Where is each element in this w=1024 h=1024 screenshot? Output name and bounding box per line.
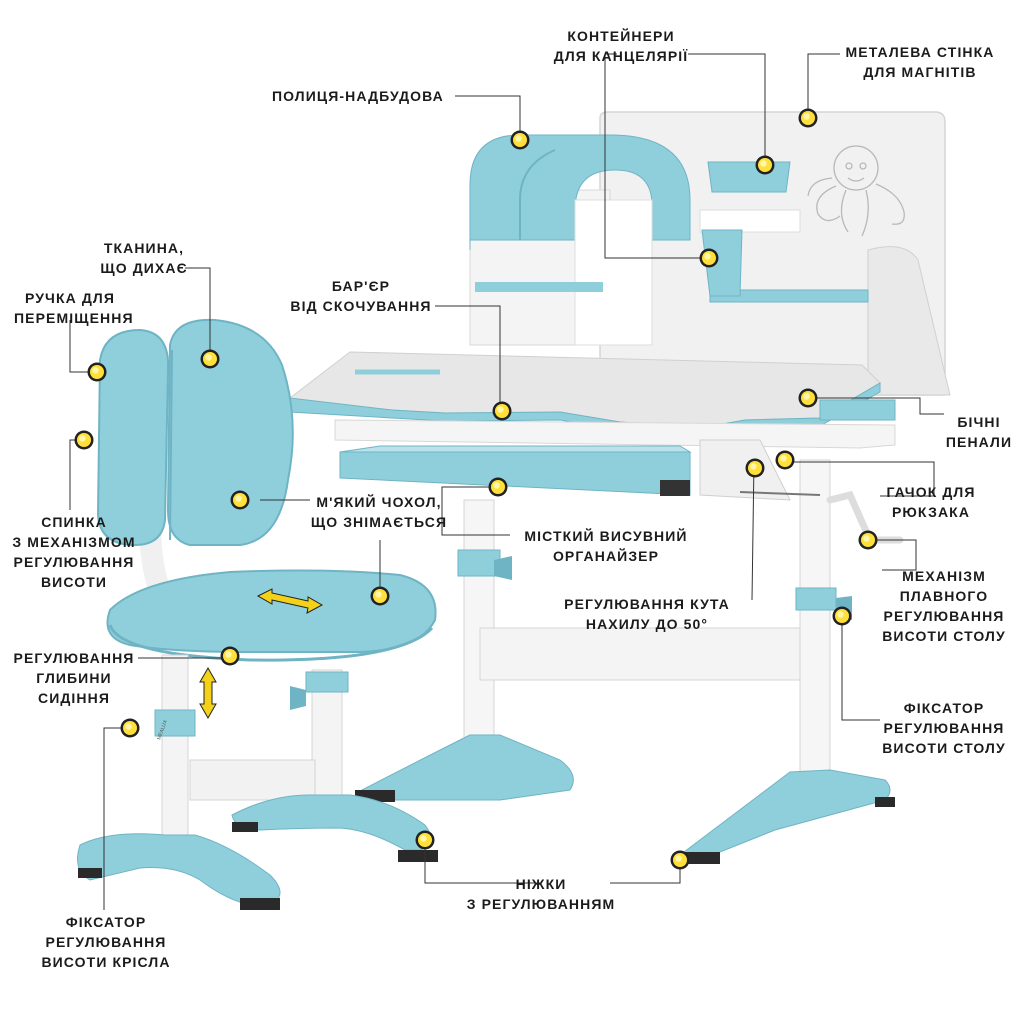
stationery-container xyxy=(707,161,791,193)
octopus-print xyxy=(807,145,905,237)
shelf-arch xyxy=(469,134,691,250)
stationery-cup xyxy=(701,229,743,297)
seat-depth-arrow xyxy=(256,588,324,614)
backrest-right-pad xyxy=(166,318,294,546)
backrest-left-pad xyxy=(96,328,170,547)
side-case xyxy=(867,246,951,396)
drawer-organizer xyxy=(339,451,691,496)
chair: MEALUX xyxy=(77,318,438,910)
label-top-shelf: ПОЛИЦЯ-НАДБУДОВА xyxy=(272,88,444,104)
height-arrow xyxy=(199,666,217,720)
label-breathable-fabric: ТКАНИНА,ЩО ДИХАЄ xyxy=(100,240,188,276)
desk xyxy=(289,111,951,864)
label-removable-cover: М'ЯКИЙ ЧОХОЛ,ЩО ЗНІМАЄТЬСЯ xyxy=(310,494,448,530)
